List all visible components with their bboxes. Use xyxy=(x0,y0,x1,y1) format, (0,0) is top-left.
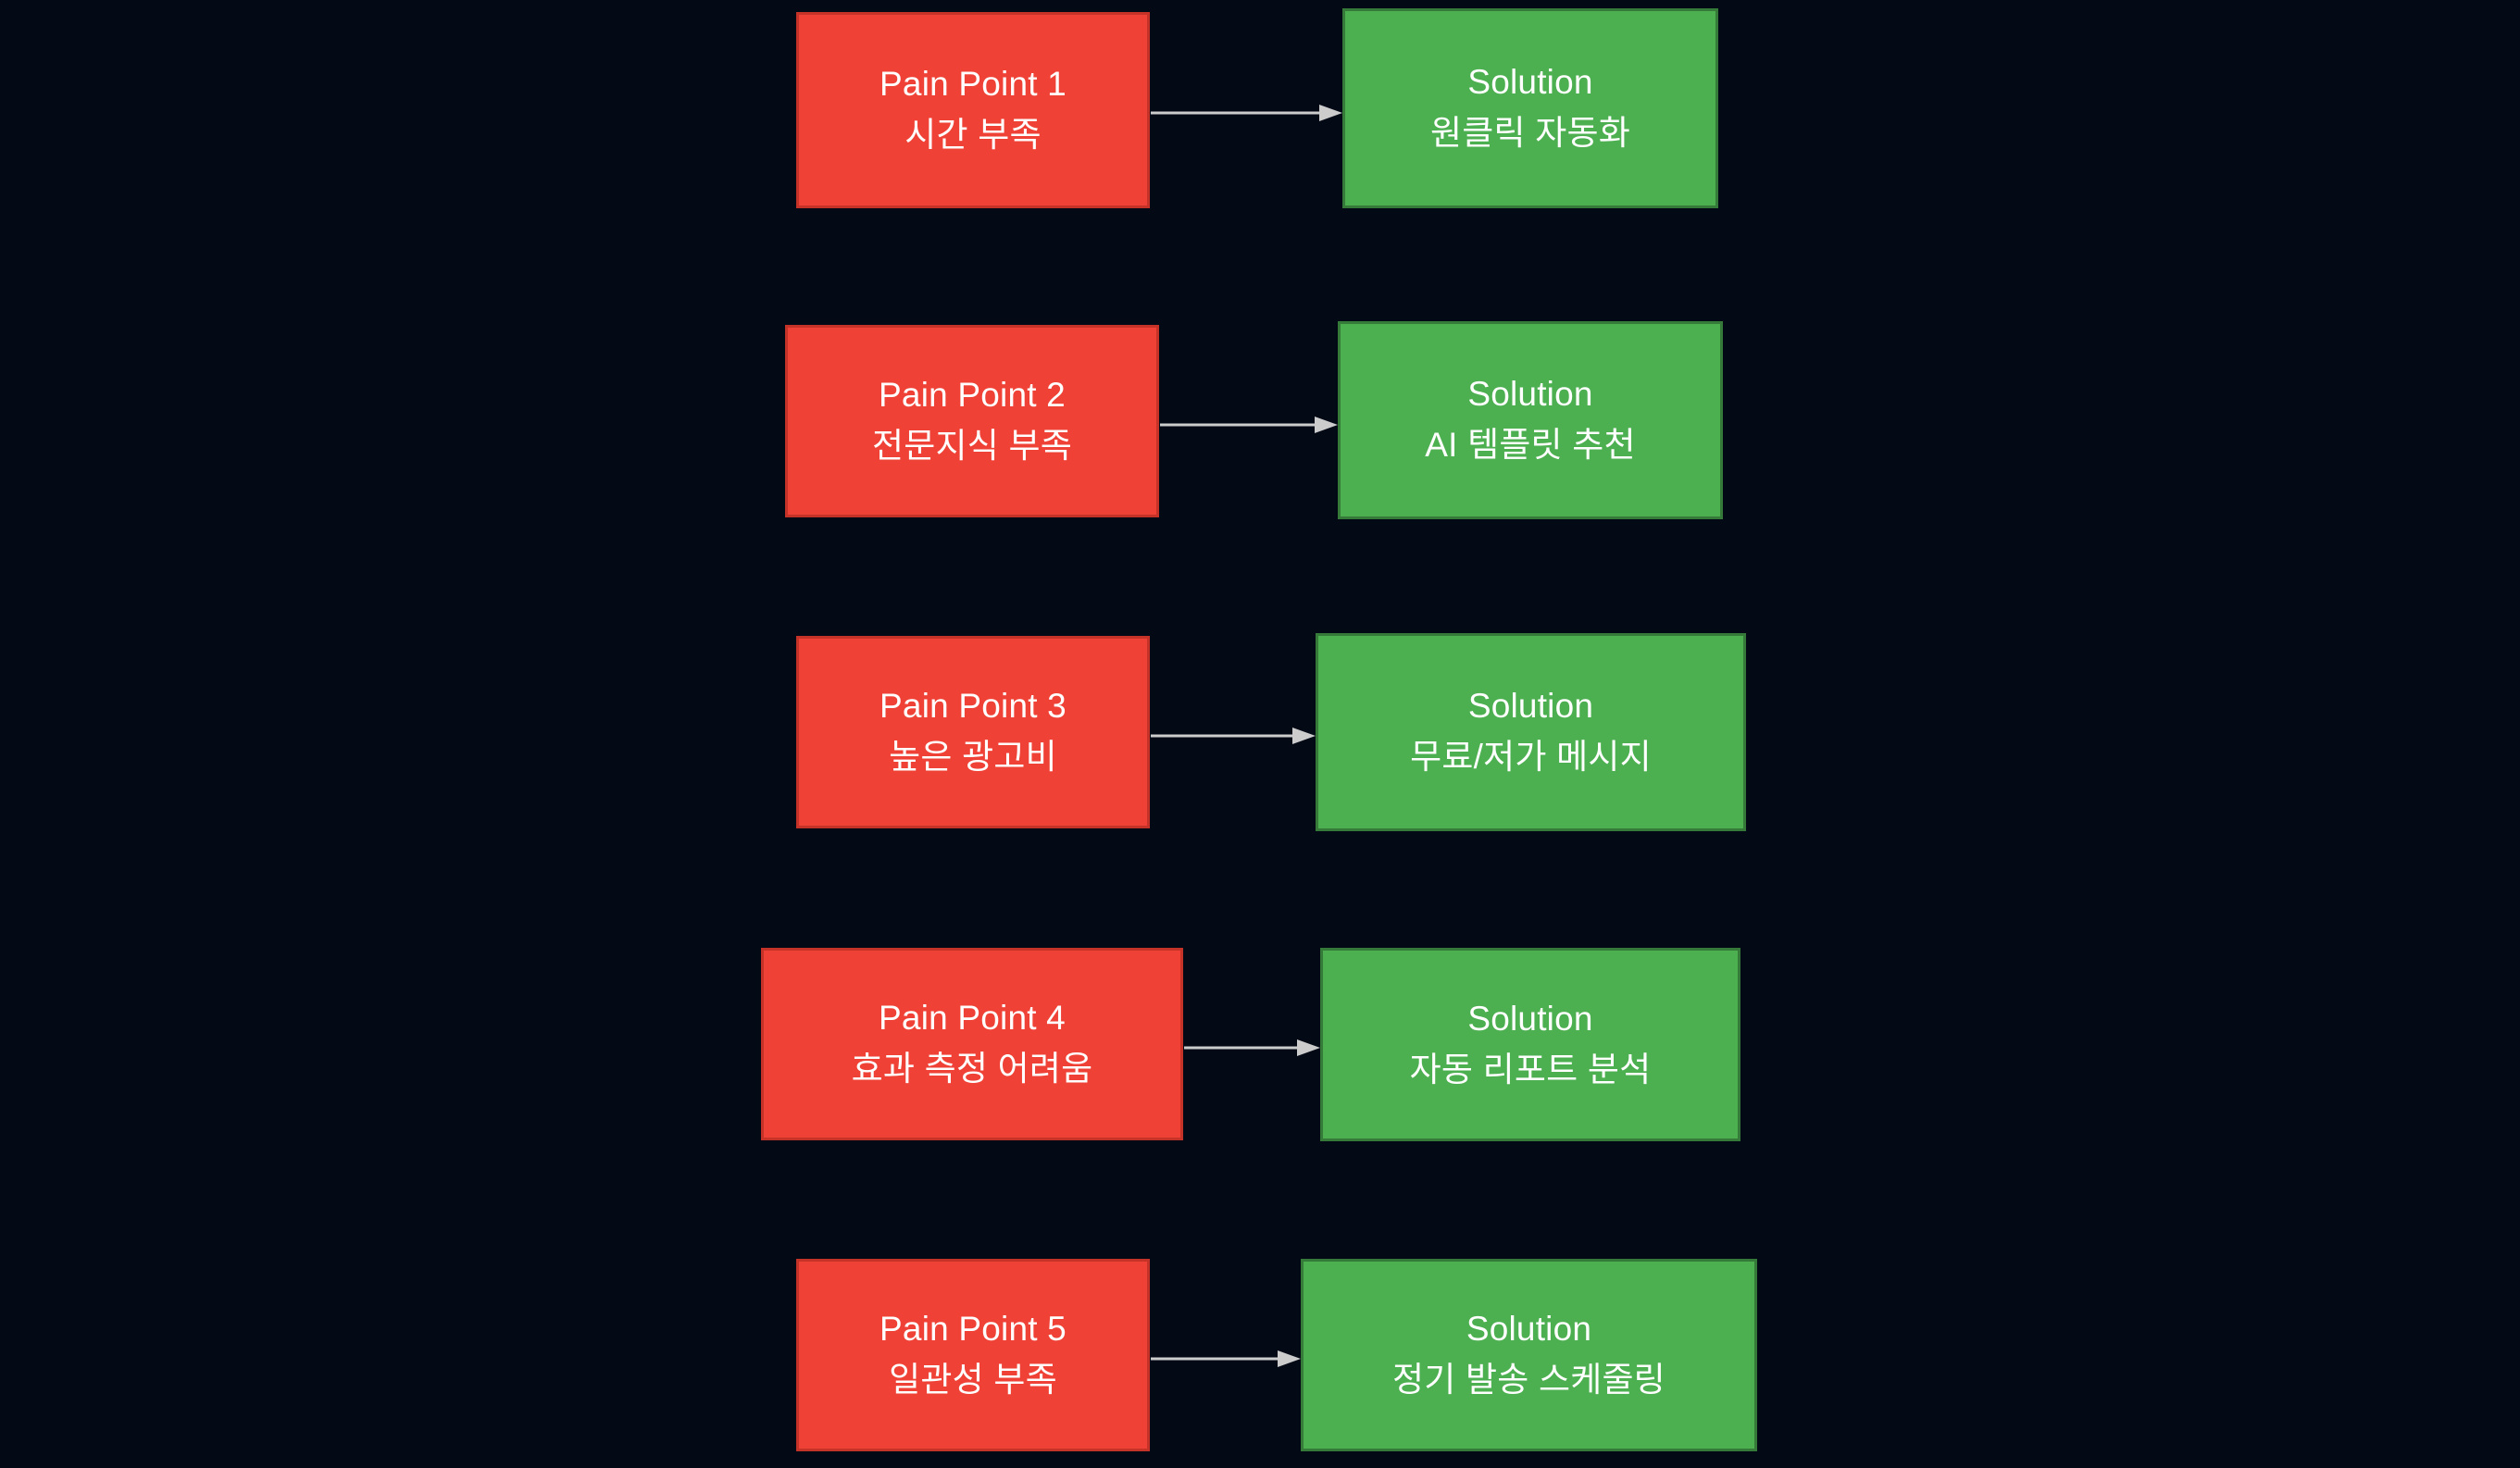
solution-node-5[interactable]: Solution 정기 발송 스케줄링 xyxy=(1301,1259,1757,1451)
solution-node-4[interactable]: Solution 자동 리포트 분석 xyxy=(1320,948,1740,1141)
solution-label-4: Solution xyxy=(1467,999,1593,1038)
pain-point-node-5[interactable]: Pain Point 5 일관성 부족 xyxy=(796,1259,1150,1451)
pain-point-label-1: Pain Point 1 xyxy=(880,65,1067,104)
arrow-connector-5 xyxy=(1151,1350,1301,1368)
solution-label-1: Solution xyxy=(1467,63,1593,102)
pain-point-node-3[interactable]: Pain Point 3 높은 광고비 xyxy=(796,636,1150,828)
pain-point-node-4[interactable]: Pain Point 4 효과 측정 어려움 xyxy=(761,948,1183,1140)
pain-point-node-2[interactable]: Pain Point 2 전문지식 부족 xyxy=(785,325,1159,517)
solution-detail-3: 무료/저가 메시지 xyxy=(1410,738,1652,776)
solution-detail-2: AI 템플릿 추천 xyxy=(1425,426,1636,464)
solution-detail-1: 원클릭 자동화 xyxy=(1430,114,1630,152)
arrow-connector-3 xyxy=(1151,727,1316,745)
solution-detail-4: 자동 리포트 분석 xyxy=(1409,1050,1652,1089)
solution-node-1[interactable]: Solution 원클릭 자동화 xyxy=(1342,8,1718,208)
pain-point-detail-4: 효과 측정 어려움 xyxy=(851,1050,1093,1088)
solution-label-2: Solution xyxy=(1467,375,1593,414)
pain-point-label-2: Pain Point 2 xyxy=(879,376,1066,415)
arrow-connector-1 xyxy=(1151,104,1342,122)
pain-point-detail-5: 일관성 부족 xyxy=(889,1361,1057,1399)
pain-point-detail-2: 전문지식 부족 xyxy=(872,427,1072,465)
solution-detail-5: 정기 발송 스케줄링 xyxy=(1392,1361,1665,1399)
pain-point-node-1[interactable]: Pain Point 1 시간 부족 xyxy=(796,12,1150,208)
pain-point-label-3: Pain Point 3 xyxy=(880,687,1067,726)
arrow-connector-4 xyxy=(1184,1039,1320,1057)
pain-point-label-4: Pain Point 4 xyxy=(879,999,1066,1038)
pain-point-detail-1: 시간 부족 xyxy=(904,116,1042,154)
solution-node-3[interactable]: Solution 무료/저가 메시지 xyxy=(1316,633,1746,831)
solution-node-2[interactable]: Solution AI 템플릿 추천 xyxy=(1338,321,1723,519)
pain-point-label-5: Pain Point 5 xyxy=(880,1310,1067,1349)
arrow-connector-2 xyxy=(1160,416,1338,434)
solution-label-3: Solution xyxy=(1467,687,1594,726)
solution-label-5: Solution xyxy=(1466,1310,1592,1349)
pain-point-detail-3: 높은 광고비 xyxy=(889,738,1057,776)
